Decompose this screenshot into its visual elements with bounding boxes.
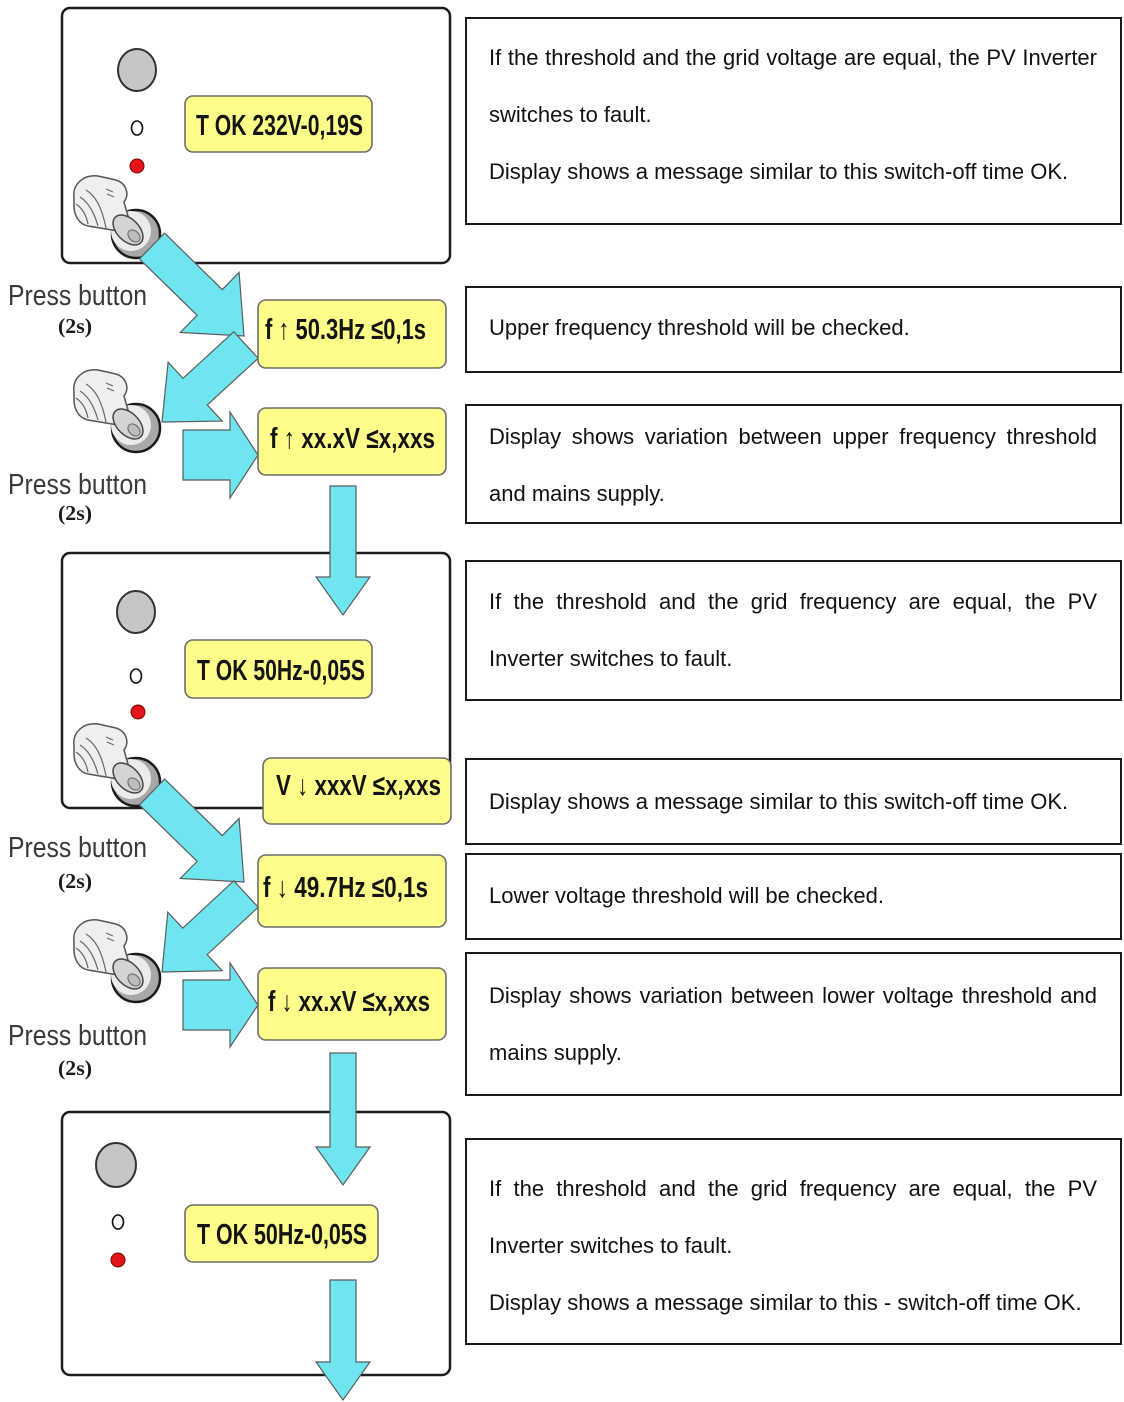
led-off-icon [130, 120, 144, 136]
lcd-display-text: f ↓ 49.7Hz ≤0,1s [263, 872, 428, 904]
red-led-icon [110, 1252, 126, 1268]
description-box: If the threshold and the grid voltage ar… [465, 17, 1122, 225]
press-duration-label: (2s) [58, 314, 92, 338]
flow-arrow-icon [314, 485, 372, 617]
lcd-display: f ↑ xx.xV ≤x,xxs [257, 407, 447, 476]
press-duration-label: (2s) [58, 501, 92, 525]
flow-arrow-icon [138, 778, 245, 883]
flow-arrow-icon [161, 330, 260, 423]
description-line: switches to fault. [489, 102, 652, 127]
lcd-display-text: V ↓ xxxV ≤x,xxs [276, 770, 441, 802]
led-off-icon [111, 1214, 125, 1230]
lcd-display-text: T OK 50Hz-0,05S [197, 655, 365, 687]
flow-arrow-icon [182, 409, 259, 501]
description-box: Display shows variation between upper fr… [465, 404, 1122, 524]
description-box: Lower voltage threshold will be checked. [465, 853, 1122, 940]
lcd-display: T OK 232V-0,19S [184, 95, 373, 153]
led-off-icon [129, 668, 143, 684]
press-button-label: Press button [8, 1020, 147, 1052]
press-duration-label: (2s) [58, 869, 92, 893]
description-line: mains supply. [489, 1040, 622, 1065]
description-box: If the threshold and the grid frequency … [465, 560, 1122, 701]
red-led-icon [130, 704, 146, 720]
press-button-label: Press button [8, 469, 147, 501]
flow-arrow-icon [161, 879, 260, 973]
description-line: Display shows a message similar to this … [489, 1290, 1082, 1315]
hand-pressing-button-icon [72, 918, 162, 1004]
description-line: Display shows a message similar to this … [489, 789, 1069, 814]
flow-arrow-icon [314, 1279, 372, 1402]
lcd-display: V ↓ xxxV ≤x,xxs [262, 757, 452, 825]
hand-pressing-button-icon [72, 368, 162, 454]
lcd-frame [184, 95, 373, 153]
description-line: Upper frequency threshold will be checke… [489, 315, 910, 340]
description-box: Upper frequency threshold will be checke… [465, 286, 1122, 373]
lcd-display: f ↑ 50.3Hz ≤0,1s [257, 299, 447, 369]
press-duration-label: (2s) [58, 1056, 92, 1080]
lcd-display-text: T OK 232V-0,19S [196, 110, 363, 142]
description-box: If the threshold and the grid frequency … [465, 1138, 1122, 1345]
description-line: Lower voltage threshold will be checked. [489, 883, 885, 908]
description-line: Inverter switches to fault. [489, 1233, 733, 1258]
lcd-display-text: f ↑ xx.xV ≤x,xxs [270, 423, 435, 455]
press-button-label: Press button [8, 832, 147, 864]
lcd-display-text: T OK 50Hz-0,05S [197, 1219, 367, 1251]
lcd-frame [184, 639, 373, 699]
description-line: Display shows a message similar to this … [489, 159, 1069, 184]
description-line: If the threshold and the grid frequency … [489, 589, 1097, 614]
flow-diagram: T OK 232V-0,19S f ↑ 50.3Hz ≤0,1s f ↑ xx.… [8, 6, 452, 1402]
lcd-frame [257, 967, 447, 1041]
description-line: Inverter switches to fault. [489, 646, 733, 671]
gray-button-icon [95, 1142, 137, 1188]
lcd-frame [257, 299, 447, 369]
press-button-label: Press button [8, 280, 147, 312]
lcd-display: T OK 50Hz-0,05S [184, 1204, 379, 1263]
lcd-frame [184, 1204, 379, 1263]
gray-button-icon [117, 48, 157, 92]
lcd-display-text: f ↓ xx.xV ≤x,xxs [268, 986, 430, 1018]
lcd-display-text: f ↑ 50.3Hz ≤0,1s [265, 314, 426, 346]
lcd-frame [257, 854, 447, 928]
description-line: and mains supply. [489, 481, 665, 506]
description-box: Display shows a message similar to this … [465, 758, 1122, 845]
description-line: If the threshold and the grid frequency … [489, 1176, 1097, 1201]
lcd-display: f ↓ xx.xV ≤x,xxs [257, 967, 447, 1041]
lcd-display: f ↓ 49.7Hz ≤0,1s [257, 854, 447, 928]
description-box: Display shows variation between lower vo… [465, 952, 1122, 1096]
flow-arrow-icon [138, 232, 245, 337]
red-led-icon [129, 158, 145, 174]
description-line: If the threshold and the grid voltage ar… [489, 45, 1097, 70]
description-line: Display shows variation between lower vo… [489, 983, 1097, 1008]
description-line: Display shows variation between upper fr… [489, 424, 1097, 449]
lcd-display: T OK 50Hz-0,05S [184, 639, 373, 699]
lcd-frame [257, 407, 447, 476]
gray-button-icon [116, 590, 156, 634]
flow-arrow-icon [182, 961, 259, 1049]
lcd-frame [262, 757, 452, 825]
flow-arrow-icon [314, 1052, 372, 1187]
